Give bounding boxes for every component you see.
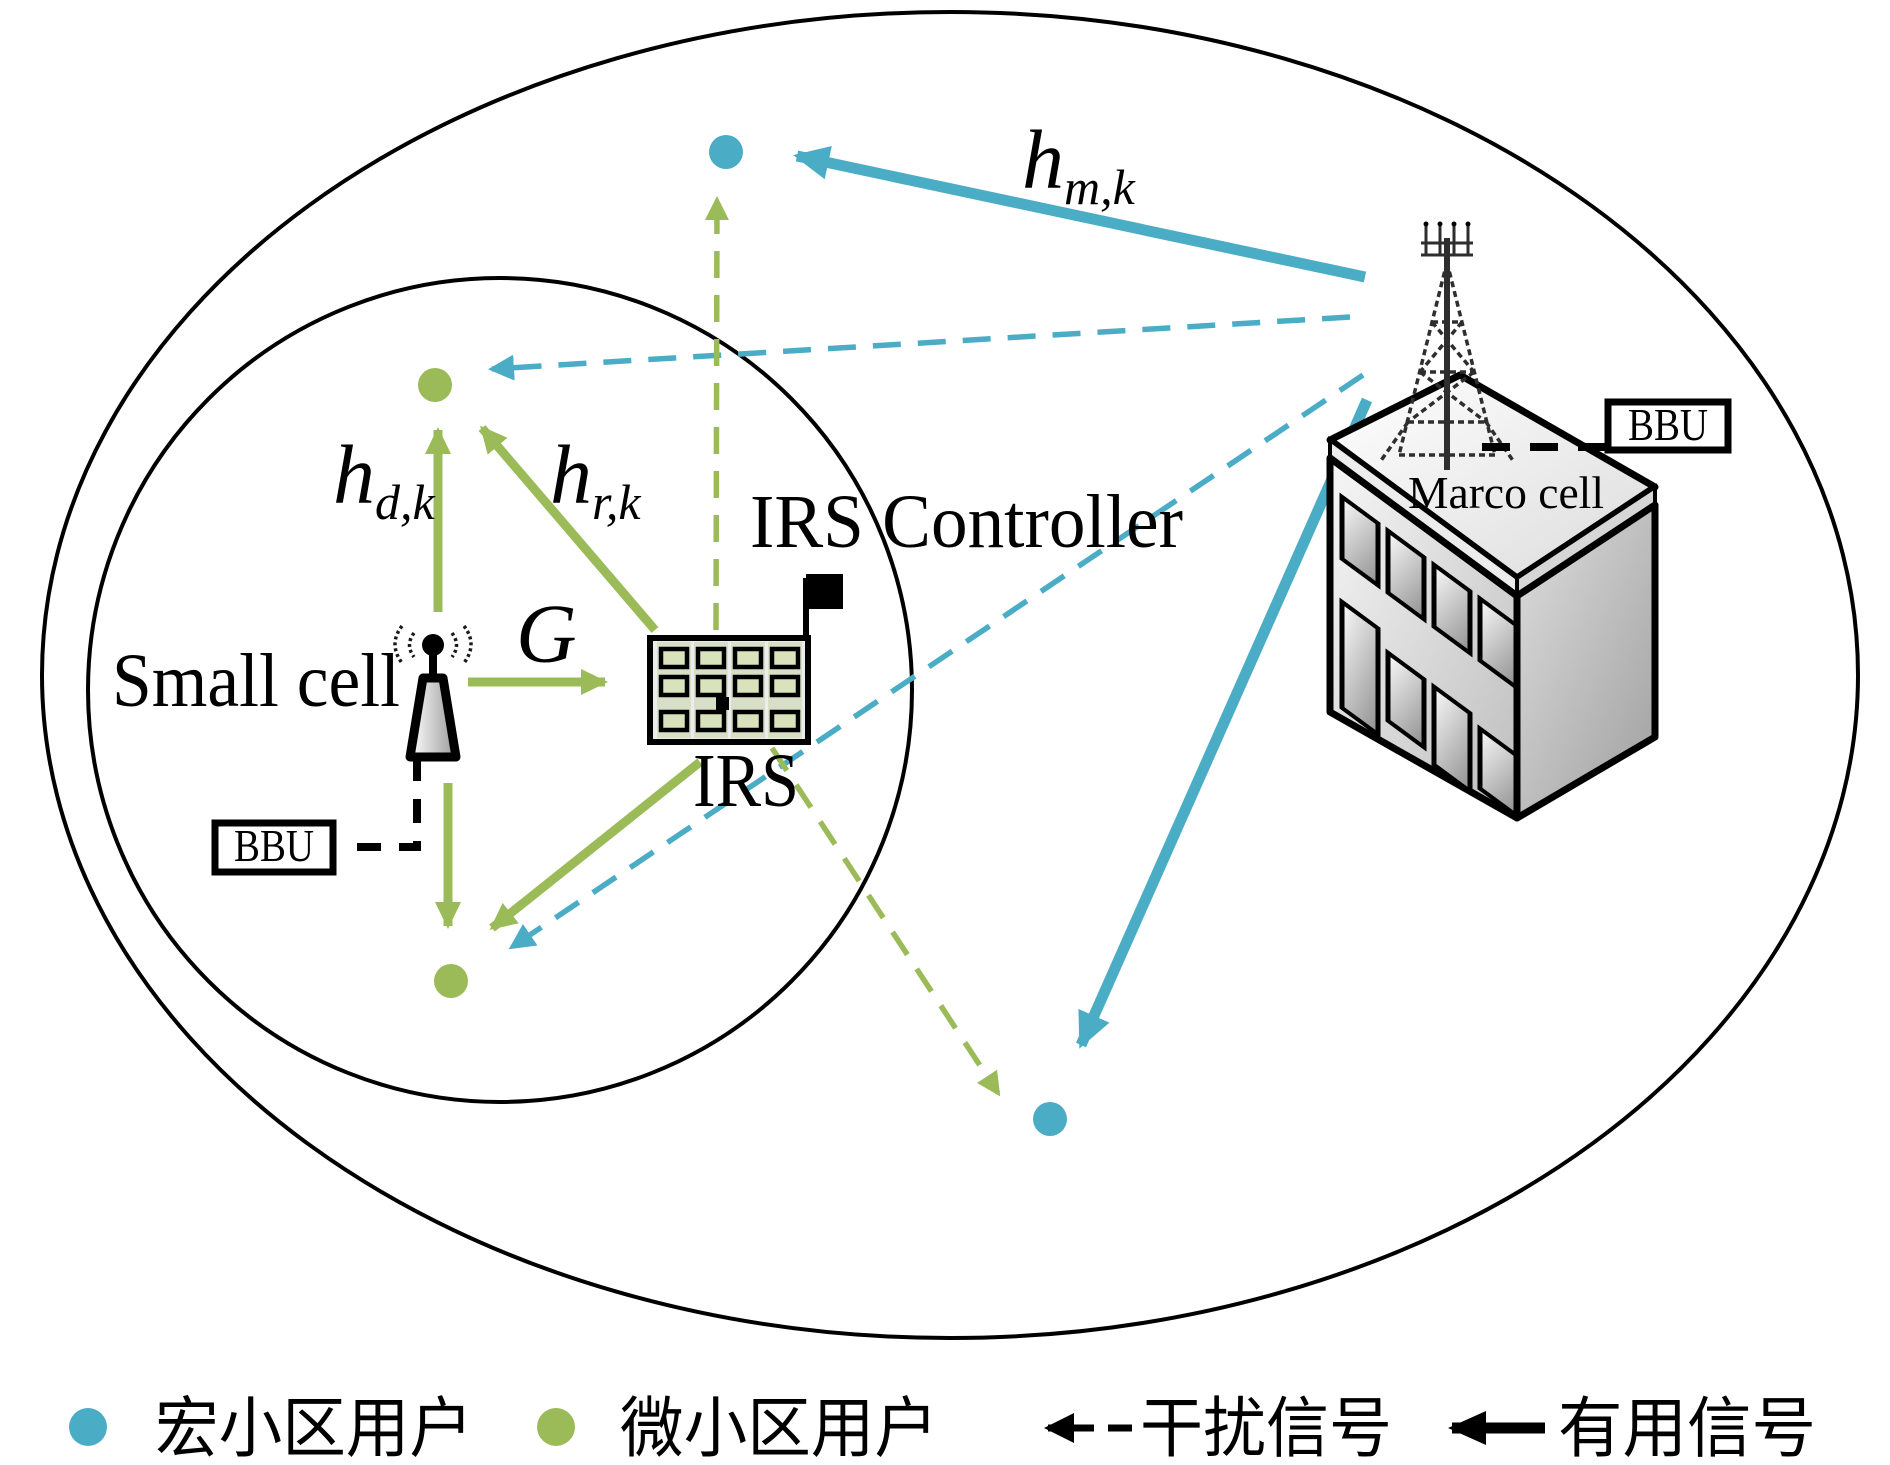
irs-reflect-dashed-arrow-to-top-blue-user bbox=[704, 196, 729, 631]
irs-reflect-dashed-arrow-to-bottom-blue-user bbox=[769, 746, 1001, 1097]
macro-building bbox=[1326, 371, 1659, 822]
channel-label-hdk: hd,k bbox=[333, 429, 436, 530]
macro-antenna-tower-icon bbox=[1378, 221, 1516, 470]
small-cell-boundary bbox=[86, 276, 914, 1104]
hdk-sub: d,k bbox=[375, 474, 436, 530]
legend-micro-user-label: 微小区用户 bbox=[620, 1393, 938, 1465]
micro-user-dot-top bbox=[418, 368, 452, 402]
building-side-wall bbox=[1513, 501, 1659, 822]
irs-elements-grid bbox=[658, 646, 801, 733]
channel-label-hmk: hm,k bbox=[1022, 114, 1136, 215]
hrk-sub: r,k bbox=[592, 474, 641, 530]
macro-cell-label: Marco cell bbox=[1408, 467, 1604, 518]
reflect-channel-arrow-hrk bbox=[478, 425, 659, 633]
useful-signal-arrow-macro-to-bottom-user bbox=[1075, 397, 1373, 1049]
irs-label: IRS bbox=[693, 739, 799, 823]
window bbox=[1477, 724, 1519, 820]
legend-interference-label: 干扰信号 bbox=[1140, 1393, 1392, 1465]
channel-label-g: G bbox=[516, 588, 577, 681]
irs-arrow-to-bottom-green-user bbox=[489, 758, 703, 932]
channel-label-hrk: hr,k bbox=[550, 429, 641, 530]
macro-cell-boundary bbox=[40, 10, 1860, 1340]
legend-macro-user-dot bbox=[69, 1408, 107, 1446]
hrk-base: h bbox=[550, 429, 592, 522]
small-cell-label: Small cell bbox=[112, 639, 400, 723]
irs-panel bbox=[647, 574, 843, 745]
small-bbu-link-dashed bbox=[348, 757, 421, 851]
irs-controller-label: IRS Controller bbox=[750, 480, 1183, 564]
hmk-sub: m,k bbox=[1064, 159, 1136, 215]
door bbox=[1431, 682, 1473, 796]
micro-user-dot-bottom bbox=[434, 964, 468, 998]
legend-macro-user-label: 宏小区用户 bbox=[155, 1393, 473, 1465]
macro-bbu-label: BBU bbox=[1628, 399, 1708, 450]
small-bbu-label: BBU bbox=[234, 820, 314, 871]
macro-user-dot-bottom bbox=[1033, 1102, 1067, 1136]
small-bbu-box bbox=[211, 819, 337, 876]
legend: 宏小区用户 微小区用户 干扰信号 有用信号 bbox=[69, 1393, 1816, 1465]
window bbox=[1431, 560, 1473, 658]
radio-waves-icon bbox=[393, 624, 473, 665]
window bbox=[1385, 648, 1427, 752]
hdk-base: h bbox=[333, 429, 375, 522]
window bbox=[1477, 594, 1519, 692]
building-windows bbox=[1339, 492, 1519, 820]
irs-panel-dot bbox=[716, 697, 729, 710]
macro-user-dot-top bbox=[709, 135, 743, 169]
window bbox=[1339, 492, 1381, 590]
legend-useful-label: 有用信号 bbox=[1558, 1393, 1816, 1465]
irs-controller-flag-icon bbox=[806, 574, 843, 609]
small-cell-bs-icon bbox=[393, 624, 473, 762]
g-base: G bbox=[516, 588, 577, 681]
window bbox=[1385, 526, 1427, 624]
macro-bbu-box bbox=[1604, 398, 1732, 454]
interference-arrow-macro-to-bottom-green-user bbox=[508, 372, 1365, 950]
useful-signal-arrow-macro-to-top-user bbox=[793, 146, 1367, 283]
door bbox=[1339, 597, 1381, 739]
legend-micro-user-dot bbox=[537, 1408, 575, 1446]
hmk-base: h bbox=[1022, 114, 1064, 207]
interference-arrow-macro-to-top-green-user bbox=[488, 314, 1351, 381]
